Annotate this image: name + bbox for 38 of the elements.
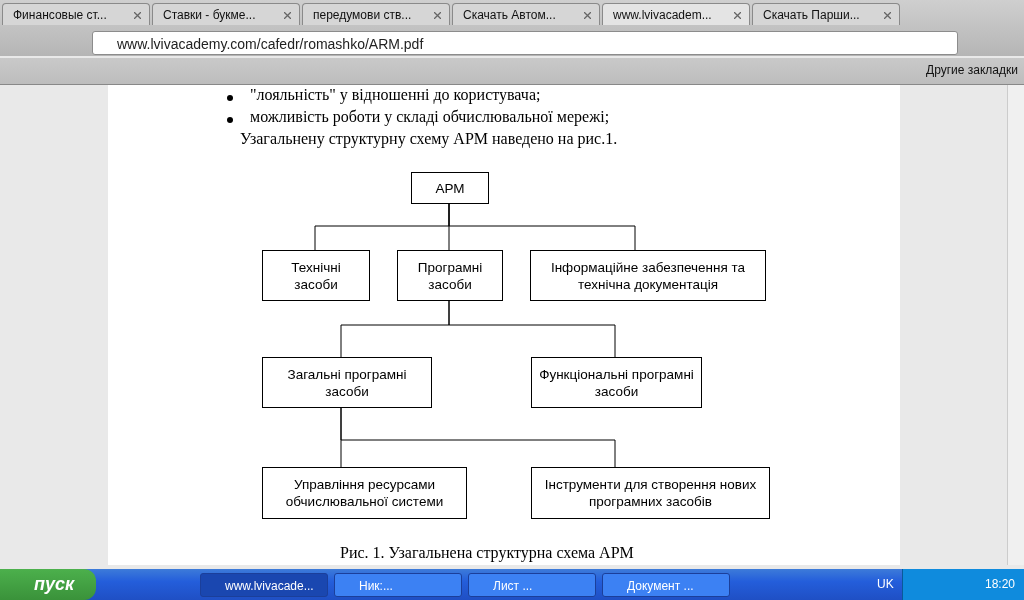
process-box [397,250,503,301]
browser-tab: Скачать Автом... [452,3,600,25]
box-label: Загальні програмні засоби [286,365,408,400]
connector-line [340,407,616,468]
browser-tab: Финансовые ст... [2,3,150,25]
clock: 18:20 [985,577,1016,591]
taskbar-button: Ник:... [334,573,462,597]
box-label: Інструменти для створення нових програмних засобів [543,476,758,510]
browser-tab: передумови ств... [302,3,450,25]
process-box [530,250,766,301]
process-box [262,357,432,408]
process-box [531,357,702,408]
taskbar-button: Лист ... [468,573,596,597]
paragraph: Узагальнену структурну схему АРМ наведено на рис.1. [240,130,618,148]
box-label: Інформаційне забезпечення та технічна документація [549,258,747,293]
process-box [411,172,489,204]
browser-tab: www.lvivacadem... [602,3,750,25]
box-label: Технічні засоби [290,258,342,293]
address-bar: www.lvivacademy.com/cafedr/romashko/ARM.pdf [92,31,958,55]
start-button: пуск [0,569,96,600]
figure-caption: Рис. 1. Узагальнена структурна схема АРМ [340,544,634,562]
process-box [531,467,770,519]
connector-line [448,300,616,358]
bullet-text: "лояльність" у відношенні до користувача; [250,86,541,104]
taskbar-button: www.lvivacade... [200,573,328,597]
bullet-text: можливість роботи у складі обчислювальної мережі; [250,108,610,126]
browser-tab: Скачать Парши... [752,3,900,25]
process-box [262,250,370,301]
language-indicator: UK [877,577,894,591]
bookmark-folder: Другие закладки [926,63,1018,77]
process-box [262,467,467,519]
box-label: АРМ [435,179,465,197]
box-label: Функціональні програмні засоби [538,365,695,400]
box-label: Програмні засоби [416,258,484,293]
connector-line [448,203,636,251]
box-label: Управління ресурсами обчислювальної системи [284,476,445,510]
browser-tab: Ставки - букме... [152,3,300,25]
taskbar-button: Документ ... [602,573,730,597]
